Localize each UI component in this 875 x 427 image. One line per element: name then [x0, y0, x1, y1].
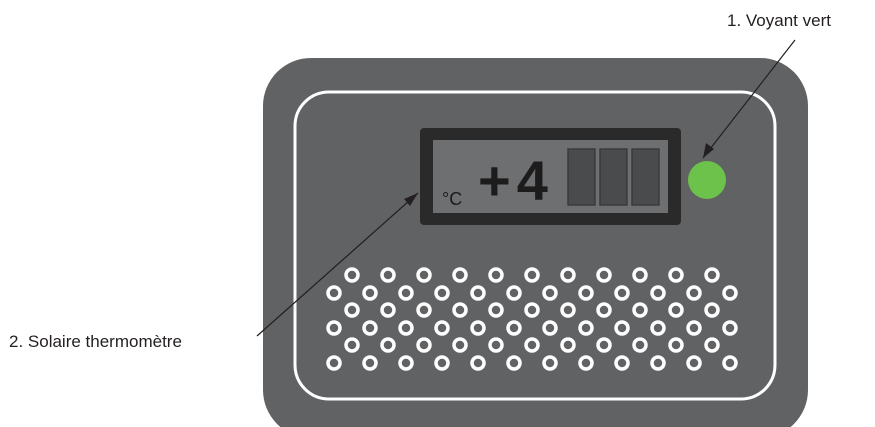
callout-arrowhead-led [703, 143, 714, 158]
vent-hole [596, 267, 612, 283]
vent-hole [524, 337, 540, 353]
vent-hole [452, 302, 468, 318]
vent-hole [686, 320, 702, 336]
vent-hole [632, 337, 648, 353]
vent-hole [614, 320, 630, 336]
vent-hole [668, 267, 684, 283]
vent-hole [560, 267, 576, 283]
vent-hole [686, 355, 702, 371]
thermometer-display-screen [433, 140, 668, 213]
vent-hole [398, 285, 414, 301]
vent-hole [506, 320, 522, 336]
vent-hole [596, 337, 612, 353]
vent-hole [380, 302, 396, 318]
vent-hole [326, 320, 342, 336]
vent-hole [668, 337, 684, 353]
vent-hole [578, 355, 594, 371]
vent-hole [650, 285, 666, 301]
callout-label-thermometer: 2. Solaire thermomètre [9, 332, 182, 351]
callout-label-green-led: 1. Voyant vert [727, 11, 831, 30]
device-panel-border [293, 90, 777, 401]
vent-hole [704, 302, 720, 318]
temperature-reading: +4 [478, 149, 554, 212]
vent-hole [506, 285, 522, 301]
temperature-unit: °C [442, 189, 462, 209]
vent-hole [452, 267, 468, 283]
vent-hole [524, 302, 540, 318]
vent-hole [542, 285, 558, 301]
callout-arrowhead-thermometer [404, 193, 418, 206]
vent-hole [416, 302, 432, 318]
vent-hole [362, 320, 378, 336]
vent-hole [668, 302, 684, 318]
vent-grille [326, 267, 738, 371]
vent-hole [542, 320, 558, 336]
vent-hole [632, 267, 648, 283]
vent-hole [632, 302, 648, 318]
vent-hole [488, 302, 504, 318]
green-led [688, 161, 726, 199]
vent-hole [416, 337, 432, 353]
vent-hole [434, 355, 450, 371]
vent-hole [380, 267, 396, 283]
vent-hole [704, 337, 720, 353]
vent-hole [614, 355, 630, 371]
vent-hole [398, 320, 414, 336]
vent-hole [326, 285, 342, 301]
vent-hole [344, 267, 360, 283]
vent-hole [596, 302, 612, 318]
vent-hole [362, 355, 378, 371]
display-segment-3 [631, 148, 660, 206]
vent-hole [488, 337, 504, 353]
vent-hole [722, 285, 738, 301]
vent-hole [452, 337, 468, 353]
display-segment-2 [599, 148, 628, 206]
vent-hole [344, 337, 360, 353]
vent-hole [578, 285, 594, 301]
vent-hole [578, 320, 594, 336]
callout-line-led [702, 39, 796, 159]
vent-hole [362, 285, 378, 301]
vent-hole [524, 267, 540, 283]
vent-hole [434, 285, 450, 301]
display-segment-1 [567, 148, 596, 206]
vent-hole [614, 285, 630, 301]
device-panel [263, 58, 808, 427]
vent-hole [650, 320, 666, 336]
vent-hole [398, 355, 414, 371]
vent-hole [344, 302, 360, 318]
vent-hole [380, 337, 396, 353]
vent-hole [488, 267, 504, 283]
vent-hole [470, 355, 486, 371]
vent-hole [686, 285, 702, 301]
vent-hole [560, 302, 576, 318]
vent-hole [650, 355, 666, 371]
vent-hole [326, 355, 342, 371]
vent-hole [542, 355, 558, 371]
vent-hole [722, 355, 738, 371]
vent-hole [560, 337, 576, 353]
vent-hole [722, 320, 738, 336]
vent-hole [416, 267, 432, 283]
vent-hole [506, 355, 522, 371]
vent-hole [434, 320, 450, 336]
vent-hole [470, 285, 486, 301]
vent-hole [470, 320, 486, 336]
callout-line-thermometer [256, 192, 419, 337]
vent-hole [704, 267, 720, 283]
